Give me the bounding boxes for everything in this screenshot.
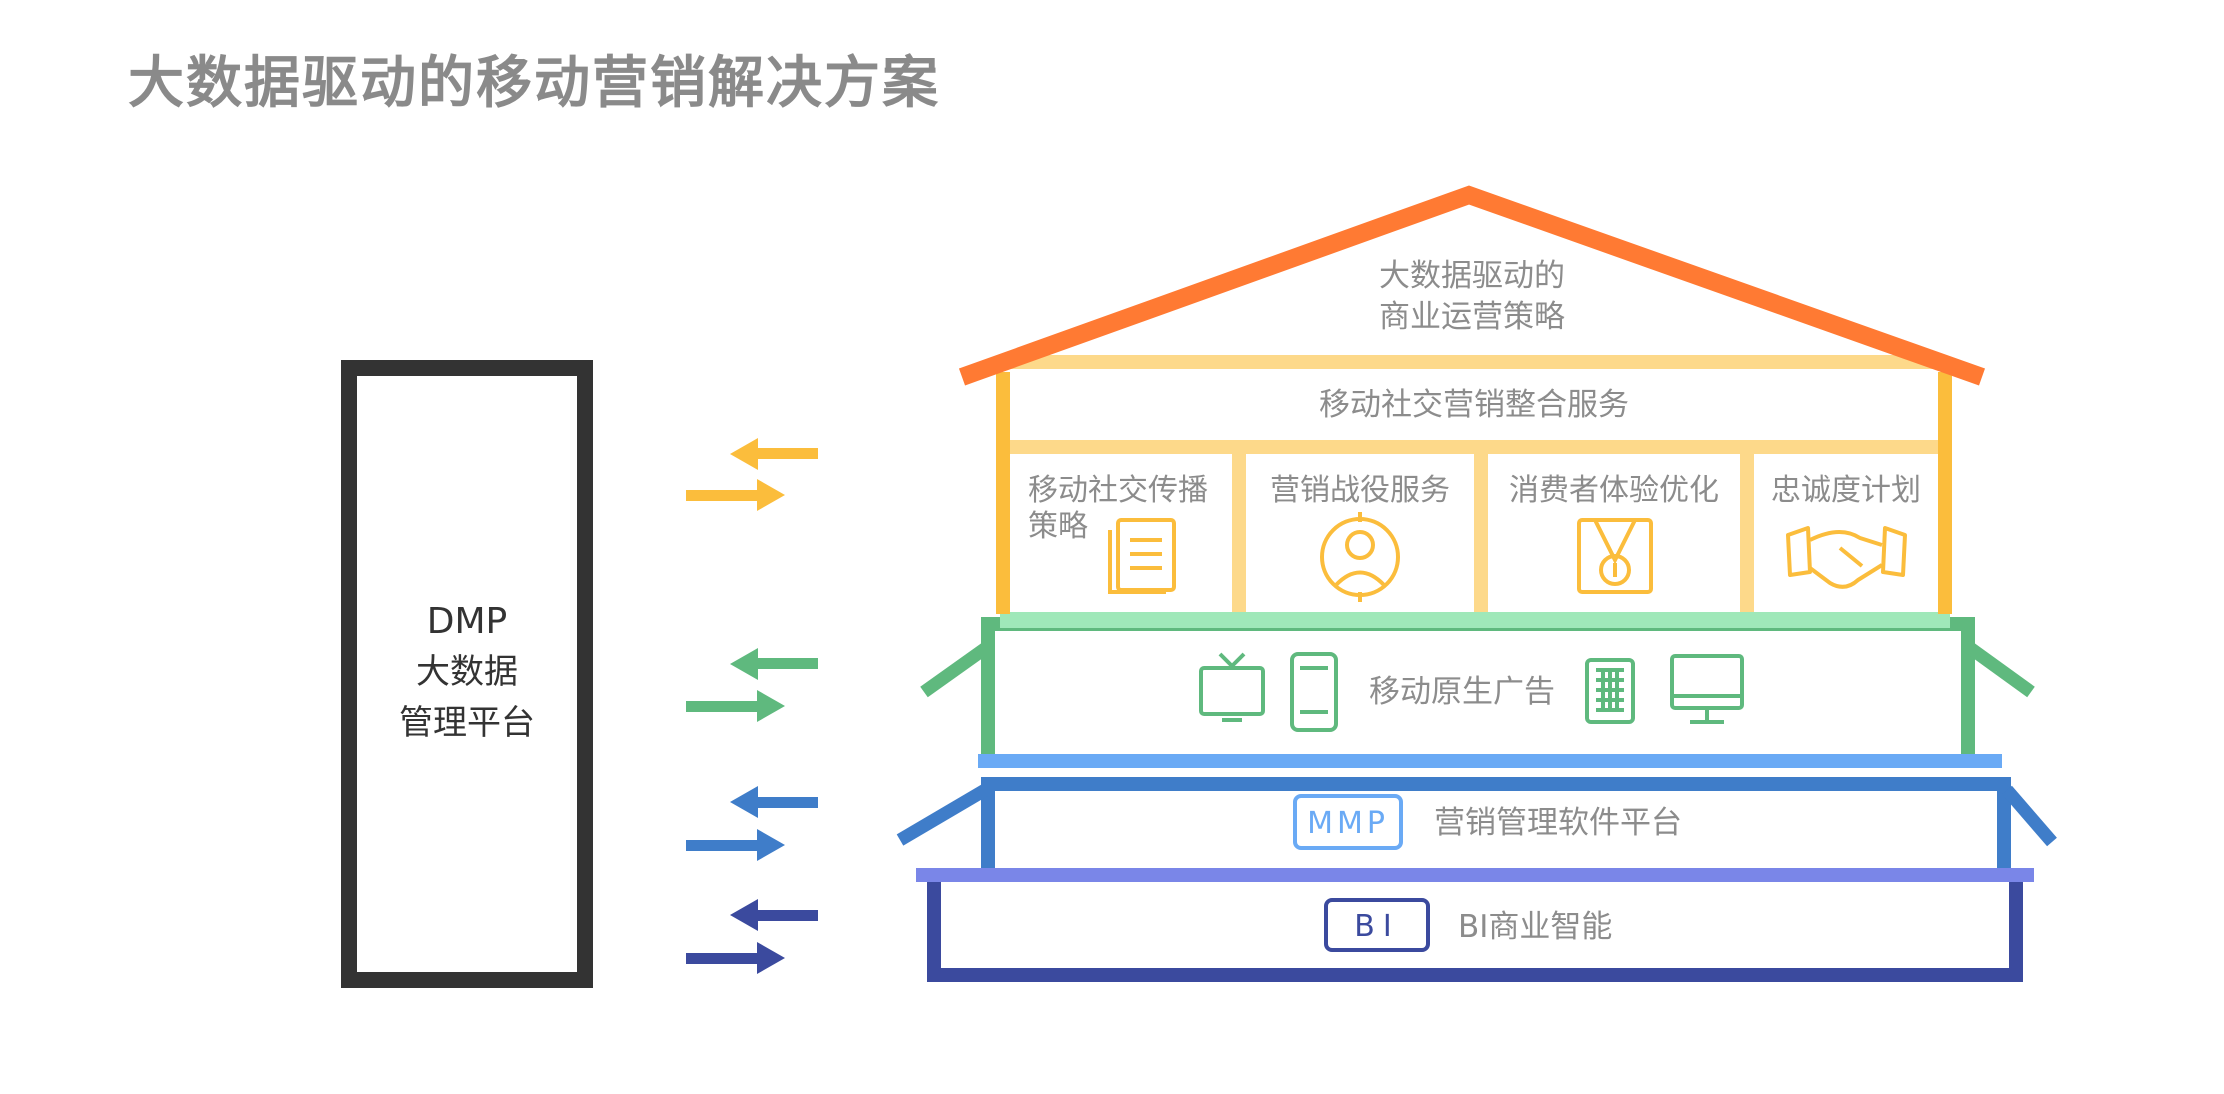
arrow-right-bar bbox=[686, 953, 761, 964]
mmp-eave-right bbox=[2002, 785, 2057, 847]
service-label: 消费者体验优化 bbox=[1509, 473, 1719, 508]
mmp-badge-text: MMP bbox=[1307, 806, 1389, 841]
exchange-arrows-yellow bbox=[686, 438, 818, 511]
service-label: 忠诚度计划 bbox=[1771, 473, 1921, 508]
mmp-badge bbox=[1293, 794, 1403, 850]
arrow-right-bar bbox=[686, 840, 761, 851]
exchange-arrows-green bbox=[686, 648, 818, 722]
handshake-icon bbox=[1786, 526, 1907, 589]
dmp-line1: DMP bbox=[427, 601, 508, 642]
mmp-label: 营销管理软件平台 bbox=[1434, 805, 1682, 841]
bi-floor-bar bbox=[916, 868, 2034, 882]
document-icon bbox=[1108, 518, 1176, 594]
arrow-left-bar bbox=[755, 910, 818, 921]
services-wall-right bbox=[1938, 372, 1952, 614]
arrow-right-icon bbox=[757, 690, 785, 722]
ads-eave-right bbox=[1962, 639, 2035, 698]
dmp-box-border bbox=[341, 360, 593, 988]
native-ads-row: 移动原生广告 bbox=[1199, 652, 1744, 732]
ads-roof-bar bbox=[1000, 612, 1950, 628]
bi-row: BI BI商业智能 bbox=[1324, 898, 1612, 952]
native-ads-label: 移动原生广告 bbox=[1369, 674, 1555, 710]
services-divider-2 bbox=[1474, 454, 1488, 612]
roof-line1: 大数据驱动的 bbox=[1379, 258, 1565, 294]
arrow-left-icon bbox=[730, 899, 758, 931]
phone-icon bbox=[1290, 652, 1338, 732]
service-label-line2: 策略 bbox=[1028, 509, 1088, 544]
mmp-roof-bar bbox=[978, 754, 2002, 768]
services-divider-1 bbox=[1232, 454, 1246, 612]
roof bbox=[958, 185, 1986, 386]
arrow-left-icon bbox=[730, 648, 758, 680]
medal-icon bbox=[1577, 518, 1653, 594]
arrow-left-bar bbox=[755, 448, 818, 459]
arrow-right-bar bbox=[686, 490, 761, 501]
arrow-right-icon bbox=[757, 829, 785, 861]
bi-label: BI商业智能 bbox=[1458, 909, 1612, 945]
mmp-walls bbox=[981, 777, 2011, 868]
arrow-right-icon bbox=[757, 942, 785, 974]
bi-badge bbox=[1324, 898, 1430, 952]
mmp-eave-left bbox=[896, 784, 989, 846]
arrow-left-icon bbox=[730, 786, 758, 818]
arrow-left-icon bbox=[730, 438, 758, 470]
arrow-left-bar bbox=[755, 658, 818, 669]
services-divider-3 bbox=[1740, 454, 1754, 612]
services-wall-left bbox=[996, 372, 1010, 614]
service-cell-social-strategy: 移动社交传播 策略 bbox=[1028, 473, 1208, 594]
ads-eave-left bbox=[920, 639, 994, 698]
dmp-line2: 大数据 bbox=[416, 652, 518, 692]
exchange-arrows-navy bbox=[686, 899, 818, 974]
bi-badge-text: BI bbox=[1354, 909, 1399, 944]
person-target-icon bbox=[1320, 512, 1400, 602]
bi-walls bbox=[927, 880, 2023, 982]
dmp-line3: 管理平台 bbox=[399, 703, 535, 743]
service-cell-experience: 消费者体验优化 bbox=[1509, 473, 1719, 594]
tablet-icon bbox=[1585, 658, 1635, 724]
house: 大数据驱动的 商业运营策略 移动社交营销整合服务 移动社交传播 策略 营销战役服… bbox=[896, 185, 2057, 982]
dmp-platform: DMP 大数据 管理平台 bbox=[341, 360, 593, 988]
services-top-bar bbox=[1010, 440, 1938, 454]
social-integration-label: 移动社交营销整合服务 bbox=[1319, 387, 1629, 423]
service-cell-campaign: 营销战役服务 bbox=[1270, 473, 1450, 602]
arrow-right-bar bbox=[686, 701, 761, 712]
attic-floor-bar bbox=[1010, 355, 1938, 369]
tv-icon bbox=[1199, 652, 1265, 722]
monitor-icon bbox=[1670, 654, 1744, 724]
exchange-arrows-blue bbox=[686, 786, 818, 861]
service-label: 营销战役服务 bbox=[1270, 473, 1450, 508]
arrow-right-icon bbox=[757, 479, 785, 511]
arrow-left-bar bbox=[755, 797, 818, 808]
mmp-row: MMP 营销管理软件平台 bbox=[1293, 794, 1682, 850]
service-cell-loyalty: 忠诚度计划 bbox=[1771, 473, 1921, 589]
page-title: 大数据驱动的移动营销解决方案 bbox=[128, 51, 940, 116]
service-label: 移动社交传播 bbox=[1028, 473, 1208, 508]
roof-line2: 商业运营策略 bbox=[1379, 299, 1565, 335]
